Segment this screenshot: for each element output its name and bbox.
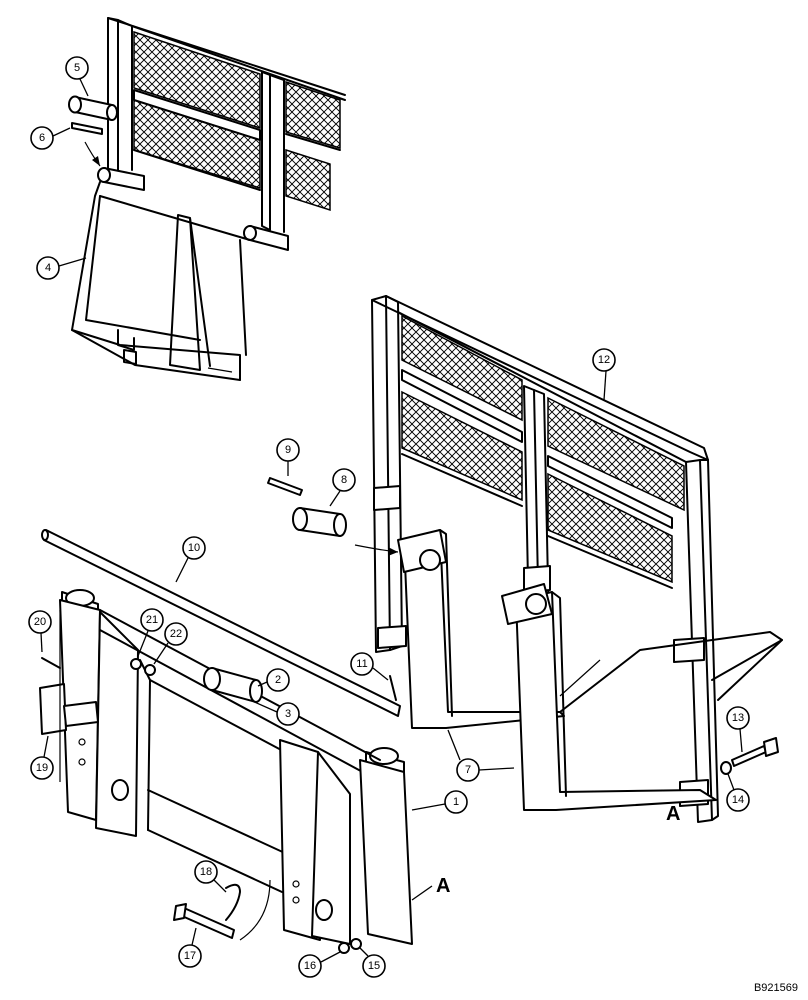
callout-10: 10 xyxy=(175,536,206,583)
attach-plate xyxy=(39,589,413,945)
callout-15: 15 xyxy=(359,947,386,978)
inset-assembly xyxy=(71,17,346,381)
callout-22: 22 xyxy=(153,622,188,665)
callout-14: 14 xyxy=(726,773,750,812)
svg-text:1: 1 xyxy=(453,796,459,808)
nut-16 xyxy=(338,942,350,954)
callout-2: 2 xyxy=(257,668,290,692)
inset-arrow-head xyxy=(92,156,100,166)
section-label-a-plate: A xyxy=(436,875,450,897)
inset-key xyxy=(71,122,103,135)
callout-18: 18 xyxy=(194,860,227,893)
fork-arrow-head xyxy=(388,547,398,556)
reference-code: B921569 xyxy=(753,982,798,994)
svg-text:16: 16 xyxy=(304,960,316,972)
svg-text:18: 18 xyxy=(200,866,212,878)
svg-text:5: 5 xyxy=(74,62,80,74)
callout-12: 12 xyxy=(592,348,616,401)
svg-text:7: 7 xyxy=(465,764,471,776)
small-bolt xyxy=(41,657,61,669)
svg-text:4: 4 xyxy=(45,262,51,274)
svg-text:14: 14 xyxy=(732,794,744,806)
callout-20: 20 xyxy=(28,610,52,653)
lock-pin xyxy=(173,903,235,939)
svg-text:3: 3 xyxy=(285,708,291,720)
svg-text:10: 10 xyxy=(188,542,200,554)
callout-8: 8 xyxy=(329,468,356,507)
callout-9: 9 xyxy=(276,438,300,476)
callout-7: 7 xyxy=(447,729,515,782)
bolt xyxy=(731,737,779,767)
washer-22 xyxy=(144,664,156,676)
callout-17: 17 xyxy=(178,927,202,968)
section-label-a-fork: A xyxy=(666,803,680,825)
washer xyxy=(720,761,732,775)
svg-text:19: 19 xyxy=(36,762,48,774)
callout-5: 5 xyxy=(65,56,89,97)
callout-19: 19 xyxy=(30,735,54,780)
svg-text:8: 8 xyxy=(341,474,347,486)
callout-21: 21 xyxy=(137,608,164,657)
plate-bushing xyxy=(203,667,263,703)
fork-frame xyxy=(371,295,783,823)
long-pin xyxy=(41,529,401,717)
svg-text:2: 2 xyxy=(275,674,281,686)
fork-key xyxy=(267,477,303,496)
callout-16: 16 xyxy=(298,951,341,978)
svg-text:20: 20 xyxy=(34,616,46,628)
nut-21 xyxy=(130,658,142,670)
section-a-leader xyxy=(411,885,433,901)
callout-4: 4 xyxy=(36,256,87,280)
inset-bushing xyxy=(68,95,118,121)
lanyard xyxy=(239,879,271,941)
lock-clip xyxy=(225,883,241,921)
callout-11: 11 xyxy=(350,652,389,681)
svg-text:22: 22 xyxy=(170,628,182,640)
svg-text:11: 11 xyxy=(356,658,367,670)
svg-text:12: 12 xyxy=(598,354,610,366)
fork-bushing xyxy=(292,507,347,537)
svg-text:15: 15 xyxy=(368,960,380,972)
svg-text:17: 17 xyxy=(184,950,196,962)
callout-13: 13 xyxy=(726,706,750,753)
callout-6: 6 xyxy=(30,126,71,150)
cotter-pin xyxy=(389,675,397,701)
svg-text:6: 6 xyxy=(39,132,45,144)
svg-text:21: 21 xyxy=(146,614,158,626)
svg-text:9: 9 xyxy=(285,444,291,456)
svg-text:13: 13 xyxy=(732,712,744,724)
callout-3: 3 xyxy=(249,699,300,726)
washer-15 xyxy=(350,938,362,950)
callout-1: 1 xyxy=(411,790,468,814)
